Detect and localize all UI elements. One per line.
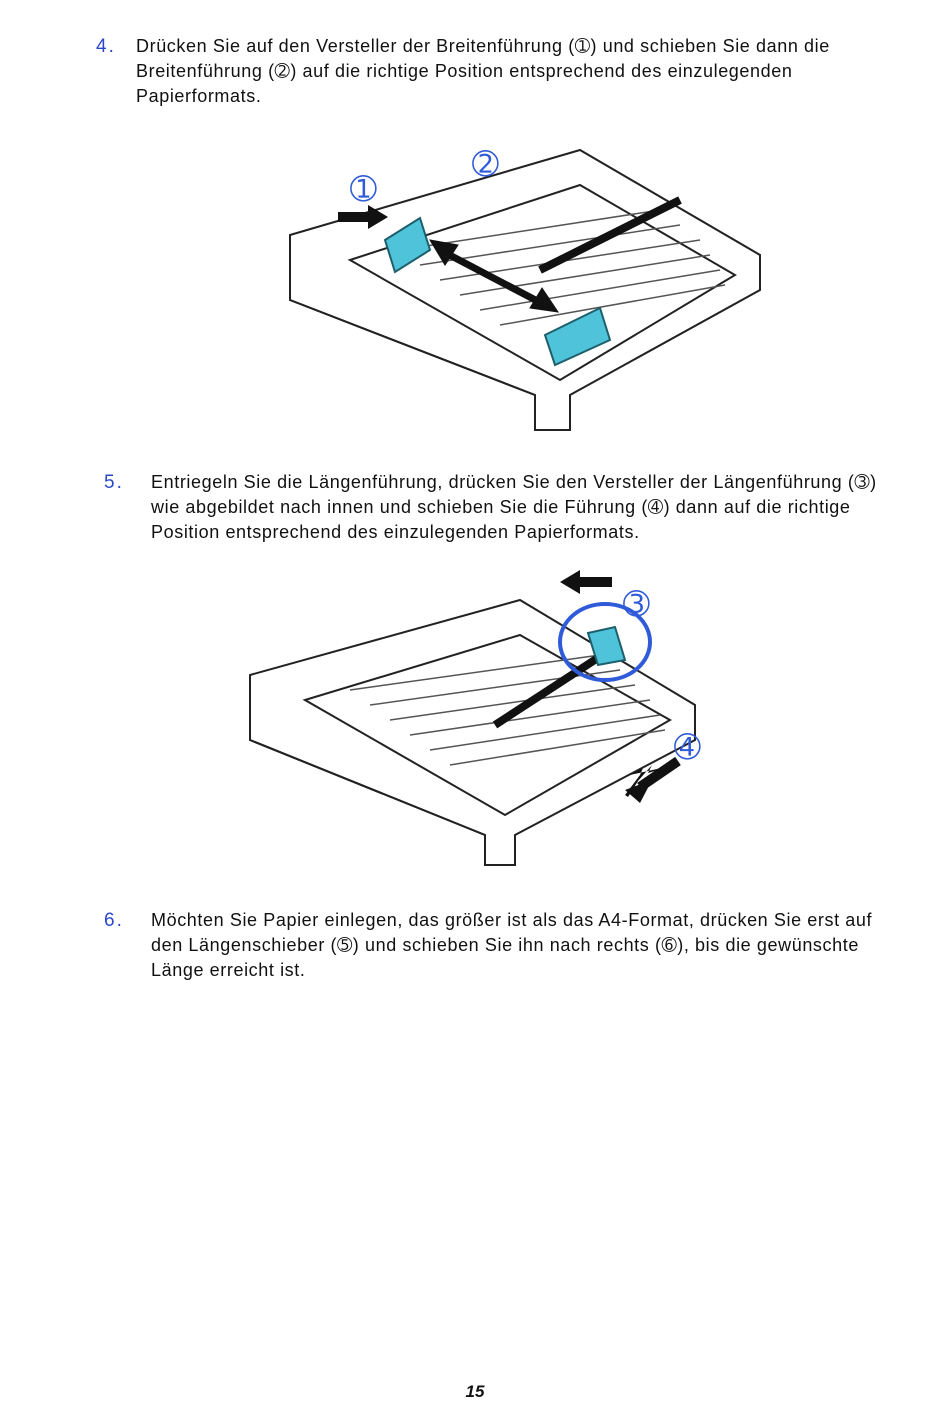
length-guide-lever [586, 625, 627, 667]
step-text: Drücken Sie auf den Versteller der Breit… [136, 34, 830, 109]
step-number: 4. [96, 36, 116, 57]
right-width-guide [543, 306, 612, 367]
callout-4: ➃ [674, 728, 701, 766]
callout-2: ➁ [472, 145, 499, 183]
step-text-line: Länge erreicht ist. [151, 960, 306, 980]
tray-outline [249, 598, 696, 866]
highlight-circle [558, 602, 652, 682]
step-text-line: Möchten Sie Papier einlegen, das größer … [151, 910, 873, 930]
tray-front-edge [249, 675, 486, 865]
tray-width-guide-figure: ➀ ➁ [280, 140, 780, 440]
step-number: 5. [104, 472, 124, 493]
double-arrow [429, 239, 560, 313]
step-text-line: Entriegeln Sie die Längenführung, drücke… [151, 472, 877, 492]
tray-illustration [289, 148, 761, 431]
step-text-line: Breitenführung (➁) auf die richtige Posi… [136, 61, 793, 81]
callout-3: ➂ [623, 585, 650, 623]
step-text-line: Position entsprechend des einzulegenden … [151, 522, 640, 542]
left-arrow [560, 570, 612, 594]
step-text-line: Papierformats. [136, 86, 262, 106]
page-number: 15 [465, 1382, 485, 1401]
push-arrow [338, 205, 388, 229]
length-guide-bar [538, 196, 682, 274]
tray-illustration [249, 570, 696, 866]
callout-1: ➀ [350, 170, 377, 208]
diagonal-arrow [625, 756, 681, 803]
step-text-line: Drücken Sie auf den Versteller der Breit… [136, 36, 830, 56]
step-5: 5. Entriegeln Sie die Längenführung, drü… [104, 470, 934, 548]
step-text-line: wie abgebildet nach innen und schieben S… [151, 497, 851, 517]
left-width-guide [383, 216, 432, 274]
length-guide-bar [492, 646, 613, 729]
step-number: 6. [104, 910, 124, 931]
tray-length-guide-figure: ➂ ➃ [240, 565, 720, 875]
tray-inner-rim [302, 633, 673, 817]
step-text: Möchten Sie Papier einlegen, das größer … [151, 908, 872, 983]
step-4: 4. Drücken Sie auf den Versteller der Br… [96, 34, 916, 112]
tray-inner-rim [347, 183, 737, 382]
step-text: Entriegeln Sie die Längenführung, drücke… [151, 470, 877, 545]
tray-front-edge [289, 235, 536, 430]
step-6: 6. Möchten Sie Papier einlegen, das größ… [104, 908, 934, 986]
step-text-line: den Längenschieber (➄) und schieben Sie … [151, 935, 859, 955]
